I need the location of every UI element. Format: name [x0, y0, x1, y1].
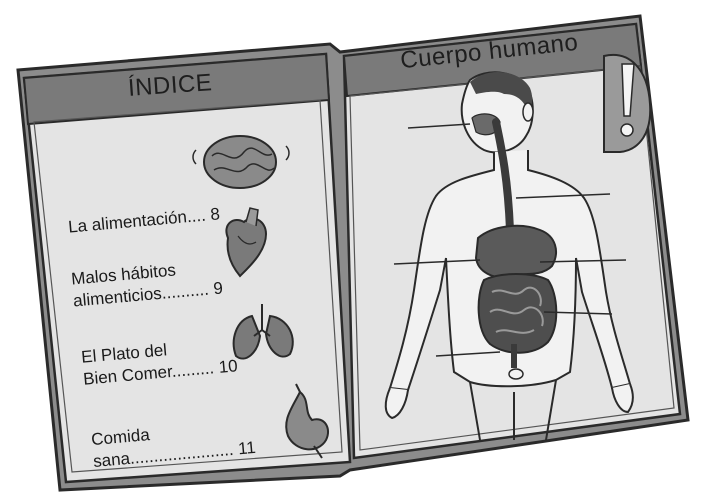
left-page-header: ÍNDICE [127, 69, 213, 103]
